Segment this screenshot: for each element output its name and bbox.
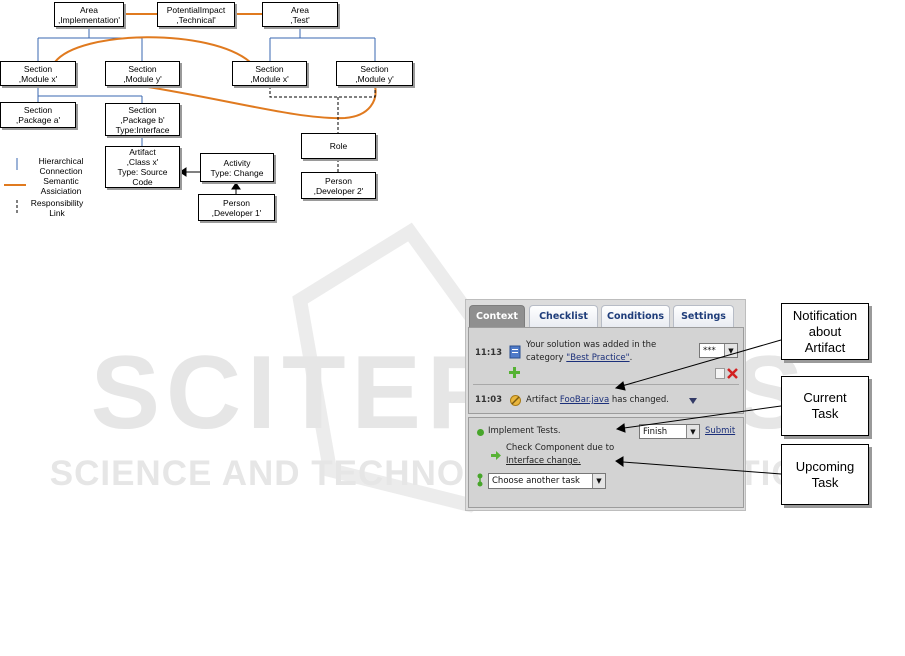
add-icon[interactable] (509, 367, 520, 378)
notification-text-line2: category "Best Practice". (526, 353, 633, 363)
chevron-down-icon: ▼ (592, 474, 605, 488)
best-practice-link[interactable]: "Best Practice" (566, 353, 630, 363)
pencil-icon (510, 395, 521, 406)
node-section-module-x-right: Section,Module x' (232, 61, 307, 86)
document-icon (509, 345, 521, 359)
node-role: Role (301, 133, 376, 159)
node-person-developer-2: Person,Developer 2' (301, 172, 376, 199)
current-task-label: Implement Tests. (488, 426, 561, 436)
node-section-package-a: Section,Package a' (0, 102, 76, 128)
choose-task-select[interactable]: Choose another task▼ (488, 473, 606, 489)
chevron-down-icon: ▼ (686, 425, 699, 438)
notification-divider (473, 384, 739, 385)
foobar-java-link[interactable]: FooBar.java (559, 395, 610, 405)
notification-text-line1: Your solution was added in the (526, 340, 657, 350)
node-section-module-y-left: Section,Module y' (105, 61, 180, 86)
delete-icon[interactable] (727, 368, 738, 379)
node-area-test: Area,Test' (262, 2, 338, 27)
submit-link[interactable]: Submit (705, 426, 736, 436)
tab-conditions[interactable]: Conditions (601, 305, 670, 327)
context-widget: Context Checklist Conditions Settings 11… (465, 299, 746, 511)
notifications-panel: 11:13 Your solution was added in the cat… (468, 327, 744, 414)
upcoming-task-line1: Check Component due to (506, 443, 615, 453)
responsibility-links (16, 86, 376, 213)
notification-time: 11:13 (475, 348, 503, 358)
task-switch-icon (477, 473, 483, 487)
expand-arrow-icon[interactable] (689, 398, 697, 404)
semantic-associations (4, 13, 377, 186)
diagram-arrows (179, 167, 241, 194)
node-section-module-x-left: Section,Module x' (0, 61, 76, 86)
page-icon[interactable] (715, 368, 725, 379)
task-status-select[interactable]: Finish▼ (639, 424, 700, 439)
node-section-package-b: Section,Package b'Type:Interface (105, 103, 180, 136)
node-potential-impact: PotentialImpact,Technical' (157, 2, 235, 27)
upcoming-task-line2: Interface change. (506, 456, 581, 466)
node-section-module-y-right: Section,Module y' (336, 61, 413, 86)
node-area-implementation: Area,Implementation' (54, 2, 124, 27)
tab-context[interactable]: Context (469, 305, 525, 327)
tasks-panel: Implement Tests. Finish▼ Submit Check Co… (468, 417, 744, 508)
node-person-developer-1: Person,Developer 1' (198, 194, 275, 221)
tab-checklist[interactable]: Checklist (529, 305, 598, 327)
upcoming-task-arrow-icon (491, 451, 501, 460)
artifact-change-text: Artifact FooBar.java has changed. (526, 395, 669, 405)
hierarchical-connections (16, 27, 376, 170)
tab-settings[interactable]: Settings (673, 305, 734, 327)
notification-time: 11:03 (475, 395, 503, 405)
current-task-bullet-icon (477, 429, 484, 436)
